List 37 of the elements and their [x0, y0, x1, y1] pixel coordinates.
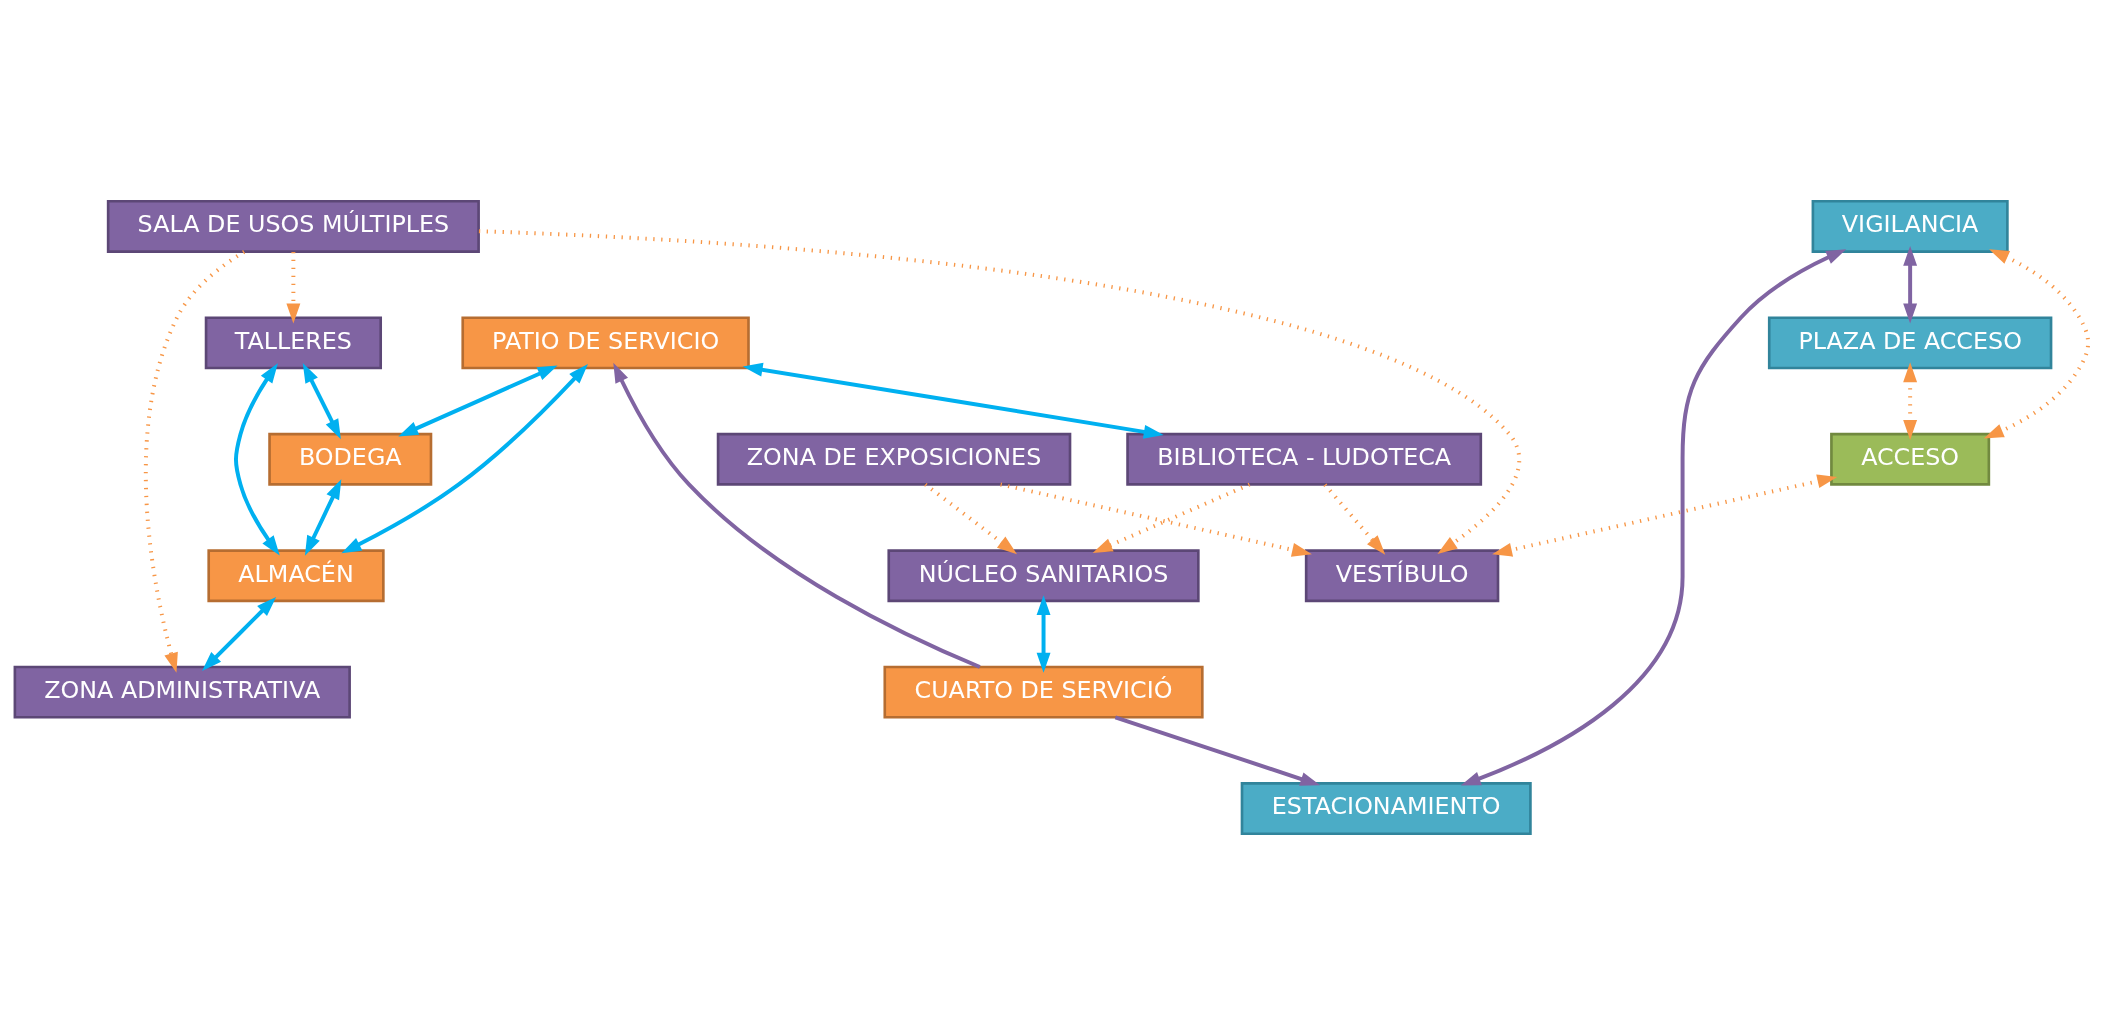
node-box: CUARTO DE SERVICIÓ	[883, 665, 1204, 719]
arrow	[398, 365, 558, 437]
node-box: ESTACIONAMIENTO	[1240, 781, 1532, 835]
node-box: SALA DE USOS MÚLTIPLES	[106, 199, 480, 253]
node-box: BIBLIOTECA - LUDOTECA	[1126, 432, 1483, 486]
arrow	[341, 363, 588, 553]
arrow	[1092, 482, 1251, 553]
arrow	[1903, 361, 1918, 440]
node-box: ALMACÉN	[207, 548, 385, 602]
node-box: VIGILANCIA	[1811, 199, 2009, 253]
node-box: ACCESO	[1830, 432, 1991, 486]
node-box: NÚCLEO SANITARIOS	[887, 548, 1200, 602]
node-box: PATIO DE SERVICIO	[461, 315, 750, 369]
arrow	[1323, 482, 1386, 555]
node-box: VESTÍBULO	[1304, 548, 1500, 602]
arrow	[478, 228, 1521, 554]
node-box: BODEGA	[268, 432, 433, 486]
node-box: TALLERES	[204, 315, 383, 369]
arrow	[286, 251, 301, 323]
arrow	[304, 478, 342, 556]
arrow	[143, 249, 246, 673]
arrow	[1036, 594, 1051, 673]
node-box: ZONA DE EXPOSICIONES	[716, 432, 1072, 486]
arrow	[202, 596, 277, 671]
arrow	[234, 362, 280, 555]
arrow	[1983, 248, 2091, 439]
arrow	[924, 482, 1018, 554]
arrow	[1000, 482, 1312, 557]
arrow	[1903, 245, 1918, 323]
arrow	[742, 362, 1164, 439]
node-box: PLAZA DE ACCESO	[1767, 315, 2053, 369]
arrow	[1460, 248, 1847, 785]
node-box: ZONA ADMINISTRATIVA	[13, 665, 351, 719]
arrow	[1492, 474, 1838, 557]
arrow	[613, 362, 981, 669]
arrow	[1114, 714, 1321, 786]
arrow	[302, 362, 341, 439]
